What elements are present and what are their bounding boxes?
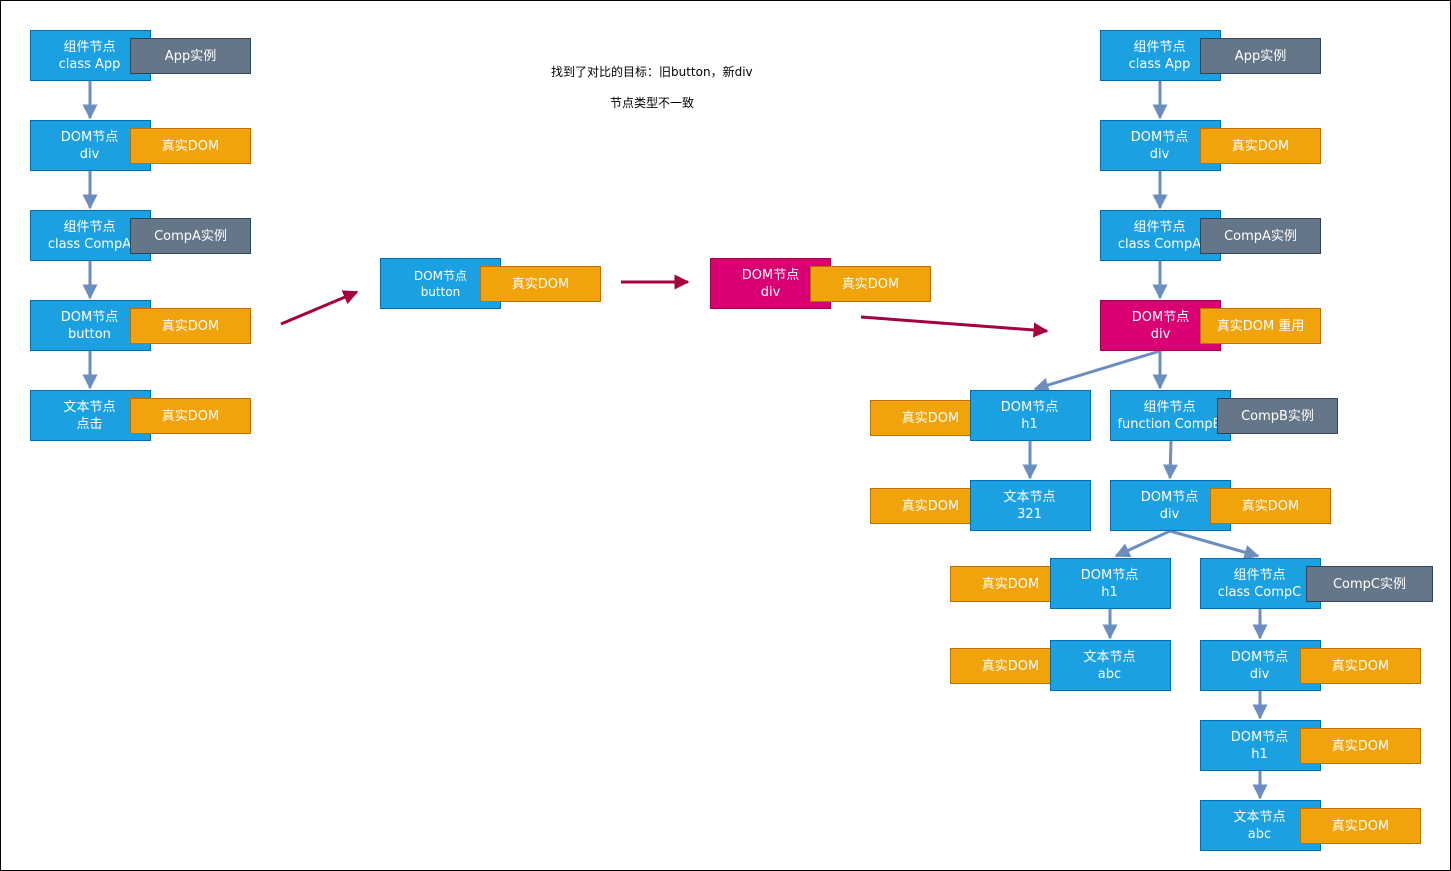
left-text-real-dom: 真实DOM — [130, 398, 251, 434]
right-abc2-real-dom: 真实DOM — [1300, 808, 1421, 844]
edge-right-div3-h1b — [1114, 529, 1171, 558]
arrow-to-old-button — [280, 290, 359, 326]
edge-right-div3-compc — [1169, 529, 1260, 560]
note-type-mismatch: 节点类型不一致 — [610, 96, 695, 110]
right-div3-real-dom: 真实DOM — [1210, 488, 1331, 524]
new-div-real-dom: 真实DOM — [810, 266, 931, 302]
right-compb-node: 组件节点 function CompB — [1110, 390, 1231, 441]
right-h1-node: DOM节点 h1 — [970, 390, 1091, 441]
right-div2-real-dom-reused: 真实DOM 重用 — [1200, 308, 1321, 344]
right-abc-node: 文本节点 abc — [1050, 640, 1171, 691]
left-compa-instance: CompA实例 — [130, 218, 251, 254]
right-321-node: 文本节点 321 — [970, 480, 1091, 531]
left-app-instance: App实例 — [130, 38, 251, 74]
left-div-real-dom: 真实DOM — [130, 128, 251, 164]
right-app-instance: App实例 — [1200, 38, 1321, 74]
right-compb-instance: CompB实例 — [1217, 398, 1338, 434]
right-compc-instance: CompC实例 — [1306, 566, 1433, 602]
right-h1c-real-dom: 真实DOM — [1300, 728, 1421, 764]
right-compc-node: 组件节点 class CompC — [1200, 558, 1321, 609]
right-h1b-node: DOM节点 h1 — [1050, 558, 1171, 609]
edge-right-div2-h1 — [1033, 349, 1161, 393]
right-div4-real-dom: 真实DOM — [1300, 648, 1421, 684]
left-button-real-dom: 真实DOM — [130, 308, 251, 344]
arrow-to-right-div — [860, 315, 1049, 338]
right-div-real-dom: 真实DOM — [1200, 128, 1321, 164]
edge-right-compb-div3 — [1162, 440, 1178, 480]
note-target: 找到了对比的目标：旧button，新div — [551, 65, 753, 79]
right-compa-instance: CompA实例 — [1200, 218, 1321, 254]
old-button-real-dom: 真实DOM — [480, 266, 601, 302]
